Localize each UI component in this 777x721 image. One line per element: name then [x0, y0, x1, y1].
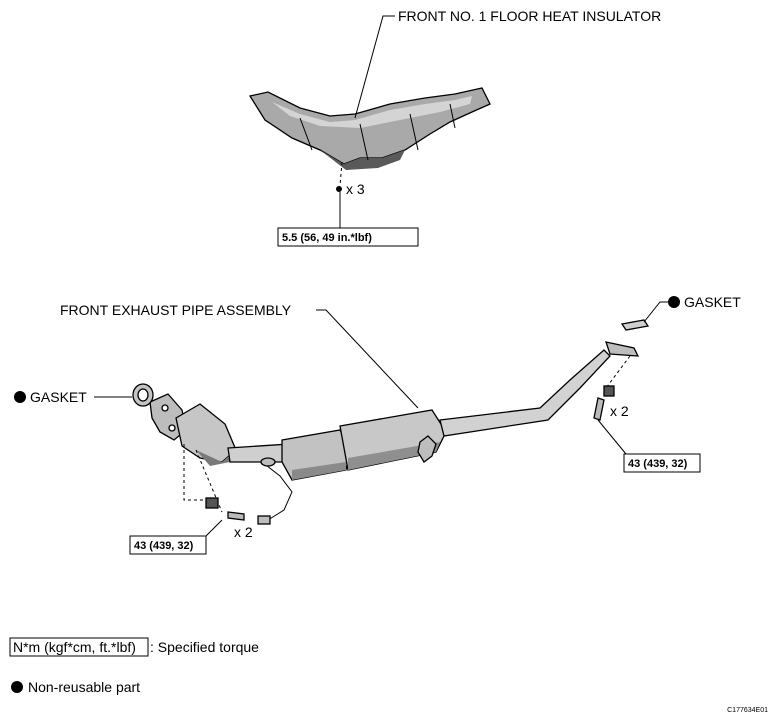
- rear-torque: 43 (439, 32): [628, 458, 688, 470]
- front-nut: [205, 497, 219, 509]
- non-reusable-right-icon: [668, 296, 680, 308]
- figure-id: C177634E01: [727, 707, 768, 714]
- insulator-bolt-qty: x 3: [346, 181, 365, 197]
- rear-bolt: [593, 397, 605, 421]
- legend-torque-desc: : Specified torque: [150, 639, 259, 655]
- legend-non-reusable: Non-reusable part: [28, 679, 140, 695]
- non-reusable-left-icon: [14, 391, 26, 403]
- rear-bolt-qty: x 2: [610, 403, 629, 419]
- insulator-torque-box: [277, 227, 419, 247]
- floor-heat-insulator-label: FRONT NO. 1 FLOOR HEAT INSULATOR: [398, 8, 661, 24]
- front-bolt-qty: x 2: [234, 524, 253, 540]
- floor-heat-insulator: [248, 87, 491, 170]
- front-exhaust-pipe-assembly: [149, 341, 640, 525]
- gasket-right-label: GASKET: [684, 294, 741, 310]
- front-torque-box: [129, 535, 207, 555]
- front-bolt: [227, 511, 245, 521]
- bolt-icon: [336, 186, 342, 192]
- gasket-left-label: GASKET: [30, 389, 87, 405]
- non-reusable-legend-icon: [11, 681, 23, 693]
- gasket-right-part: [620, 319, 650, 331]
- legend-torque-box: [9, 637, 149, 657]
- insulator-torque: 5.5 (56, 49 in.*lbf): [282, 232, 372, 244]
- rear-nut: [603, 385, 615, 397]
- legend-torque-unit: N*m (kgf*cm, ft.*lbf): [13, 639, 136, 655]
- rear-torque-box: [623, 453, 701, 473]
- front-exhaust-pipe-label: FRONT EXHAUST PIPE ASSEMBLY: [60, 302, 292, 318]
- front-torque: 43 (439, 32): [134, 540, 194, 552]
